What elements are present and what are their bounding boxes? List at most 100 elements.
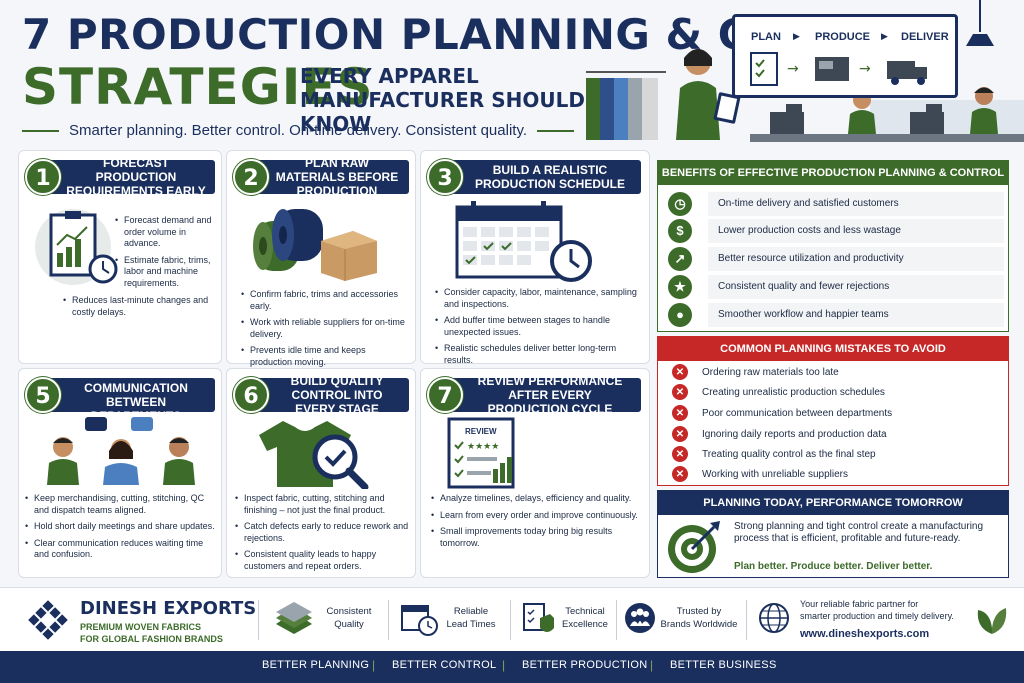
slogan-better-business: BETTER BUSINESS	[670, 659, 777, 671]
feature-label-line1: Technical	[565, 606, 605, 617]
feature-trusted-by-brands: Trusted by Brands Worldwide	[656, 605, 742, 631]
mistakes-title: COMMON PLANNING MISTAKES TO AVOID	[658, 337, 1008, 361]
x-icon: ✕	[672, 426, 688, 442]
award-icon: ★	[668, 274, 692, 299]
strategy-card-title: BUILD A REALISTIC PRODUCTION SCHEDULE	[451, 160, 641, 194]
strategy-card-1: 1 FORECAST PRODUCTION REQUIREMENTS EARLY…	[18, 150, 222, 364]
card-6-bullets: Inspect fabric, cutting, stitching and f…	[235, 493, 413, 577]
growth-chart-icon: ↗	[668, 246, 692, 271]
factory-illustration	[586, 0, 1024, 142]
bullet-item: Prevents idle time and keeps production …	[241, 345, 407, 368]
strategy-card-7: 7 REVIEW PERFORMANCE AFTER EVERY PRODUCT…	[420, 368, 650, 578]
benefit-row: ◷ On-time delivery and satisfied custome…	[668, 191, 1004, 216]
mistake-row: ✕ Ordering raw materials too late	[672, 363, 1002, 381]
flow-icons: → →	[750, 52, 927, 86]
benefit-text: Smoother workflow and happier teams	[708, 302, 1004, 327]
card-2-bullets: Confirm fabric, trims and accessories ea…	[241, 289, 407, 373]
bullet-item: Confirm fabric, trims and accessories ea…	[241, 289, 407, 312]
footer-divider	[388, 600, 389, 640]
bullet-item: Consider capacity, labor, maintenance, s…	[435, 287, 641, 310]
strategy-card-5: 5 IMPROVE COMMUNICATION BETWEEN DEPARTME…	[18, 367, 222, 578]
feature-label-line2: Quality	[334, 619, 364, 630]
bullet-item: Small improvements today bring big resul…	[431, 526, 641, 549]
calendar-clock-icon	[401, 605, 438, 636]
mistake-row: ✕Creating unrealistic production schedul…	[672, 383, 1002, 401]
globe-icon	[759, 603, 789, 633]
feature-label-line1: Reliable	[453, 606, 489, 617]
team-icon: ●	[668, 302, 692, 327]
flow-arrow-icon: ▶	[881, 31, 888, 41]
x-icon: ✕	[672, 384, 688, 400]
partner-line2: smarter production and timely delivery.	[800, 611, 954, 621]
feature-label-line2: Excellence	[562, 619, 608, 630]
flow-deliver-label: DELIVER	[901, 31, 949, 43]
forecast-clipboard-icon	[35, 209, 118, 285]
footer-divider	[510, 600, 511, 640]
benefit-row: ↗ Better resource utilization and produc…	[668, 246, 1004, 271]
review-checklist-icon: ★★★★	[447, 417, 515, 489]
closing-cta: Plan better. Produce better. Deliver bet…	[734, 561, 933, 572]
mistake-text: Ordering raw materials too late	[702, 366, 839, 378]
closing-title: PLANNING TODAY, PERFORMANCE TOMORROW	[658, 491, 1008, 515]
website-link[interactable]: www.dineshexports.com	[800, 628, 930, 640]
leaf-icon	[977, 608, 1007, 634]
strategy-card-3: 3 BUILD A REALISTIC PRODUCTION SCHEDULE …	[420, 150, 650, 365]
closing-body: Strong planning and tight control create…	[734, 521, 984, 544]
tagline: Smarter planning. Better control. On-tim…	[69, 122, 527, 139]
slogan-better-control: BETTER CONTROL	[392, 659, 497, 671]
flow-plan-label: PLAN	[751, 31, 781, 43]
svg-text:→: →	[787, 61, 799, 77]
bullet-item: Inspect fabric, cutting, stitching and f…	[235, 493, 413, 516]
footer-divider	[746, 600, 747, 640]
closing-panel: PLANNING TODAY, PERFORMANCE TOMORROW Str…	[657, 490, 1009, 578]
partner-text: Your reliable fabric partner for smarter…	[800, 598, 954, 622]
partner-line1: Your reliable fabric partner for	[800, 599, 919, 609]
slogan-separator: |	[372, 658, 376, 672]
strategy-card-title: FORECAST PRODUCTION REQUIREMENTS EARLY	[49, 156, 215, 198]
checklist-shield-icon	[523, 603, 554, 632]
dinesh-exports-logo-icon	[28, 600, 68, 640]
benefit-row: $ Lower production costs and less wastag…	[668, 218, 1004, 243]
footer-divider	[616, 600, 617, 640]
brand-tagline-2: FOR GLOBAL FASHION BRANDS	[80, 634, 223, 644]
page-title-strategies: STRATEGIES	[22, 58, 374, 116]
bullet-item: Reduces last-minute changes and costly d…	[63, 295, 213, 318]
step-number-badge: 2	[233, 159, 269, 195]
feature-consistent-quality: Consistent Quality	[318, 605, 380, 631]
bullet-item: Add buffer time between stages to handle…	[435, 315, 641, 338]
review-label: REVIEW	[465, 427, 497, 436]
bullet-item: Clear communication reduces waiting time…	[25, 538, 219, 561]
x-icon: ✕	[672, 364, 688, 380]
mistake-text: Treating quality control as the final st…	[702, 448, 876, 460]
team-circle-icon	[625, 603, 655, 633]
benefits-panel: BENEFITS OF EFFECTIVE PRODUCTION PLANNIN…	[657, 160, 1009, 332]
feature-technical-excellence: Technical Excellence	[554, 605, 616, 631]
feature-label-line2: Brands Worldwide	[660, 619, 738, 630]
bullet-item: Keep merchandising, cutting, stitching, …	[25, 493, 219, 516]
step-number-badge: 1	[25, 159, 61, 195]
step-number-badge: 6	[233, 377, 269, 413]
mistake-row: ✕Working with unreliable suppliers	[672, 465, 1002, 483]
bottom-slogan-bar: BETTER PLANNING | BETTER CONTROL | BETTE…	[0, 651, 1024, 683]
card-5-bullets: Keep merchandising, cutting, stitching, …	[25, 493, 219, 566]
benefit-text: On-time delivery and satisfied customers	[708, 191, 1004, 216]
feature-label-line1: Consistent	[326, 606, 372, 617]
bullet-item: Consistent quality leads to happy custom…	[235, 549, 413, 572]
mistake-row: ✕Treating quality control as the final s…	[672, 445, 1002, 463]
tagline-rule-right	[537, 129, 575, 132]
mistake-text: Working with unreliable suppliers	[702, 468, 848, 480]
bullet-item: Work with reliable suppliers for on-time…	[241, 317, 407, 340]
mistakes-panel: COMMON PLANNING MISTAKES TO AVOID ✕ Order…	[657, 336, 1009, 486]
quality-inspection-icon	[259, 421, 369, 489]
tagline-row: Smarter planning. Better control. On-tim…	[22, 122, 575, 139]
fabric-stack-icon	[276, 602, 312, 634]
clock-icon: ◷	[668, 191, 692, 216]
dollar-icon: $	[668, 218, 692, 243]
strategy-card-title: PLAN RAW MATERIALS BEFORE PRODUCTION	[257, 156, 409, 198]
svg-text:→: →	[859, 61, 871, 77]
plan-produce-deliver-board: PLAN ▶ PRODUCE ▶ DELIVER → →	[732, 14, 958, 98]
flow-arrow-icon: ▶	[793, 31, 800, 41]
slogan-separator: |	[650, 658, 654, 672]
footer-divider	[258, 600, 259, 640]
brand-tagline-1: PREMIUM WOVEN FABRICS	[80, 622, 202, 632]
